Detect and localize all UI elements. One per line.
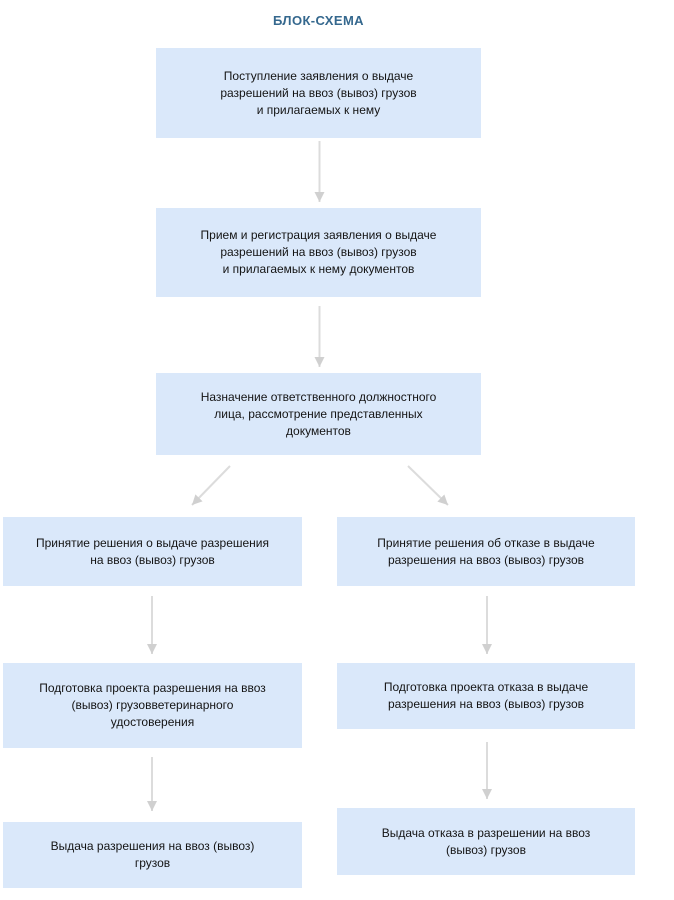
box-draft-refusal: Подготовка проекта отказа в выдаче разре… <box>337 663 635 729</box>
arrow-assignment-to-decision-refuse <box>407 465 449 506</box>
box-application-received: Поступление заявления о выдаче разрешени… <box>156 48 481 138</box>
box-draft-permit: Подготовка проекта разрешения на ввоз (в… <box>3 663 302 748</box>
page-title: БЛОК-СХЕМА <box>273 13 364 28</box>
box-officer-assignment: Назначение ответственного должностного л… <box>156 373 481 455</box>
box-application-registration: Прием и регистрация заявления о выдаче р… <box>156 208 481 297</box>
box-issue-permit: Выдача разрешения на ввоз (вывоз) грузов <box>3 822 302 888</box>
box-decision-refuse: Принятие решения об отказе в выдаче разр… <box>337 517 635 586</box>
box-issue-refusal: Выдача отказа в разрешении на ввоз (выво… <box>337 808 635 875</box>
box-decision-issue: Принятие решения о выдаче разрешения на … <box>3 517 302 586</box>
arrow-assignment-to-decision-issue <box>191 465 231 506</box>
